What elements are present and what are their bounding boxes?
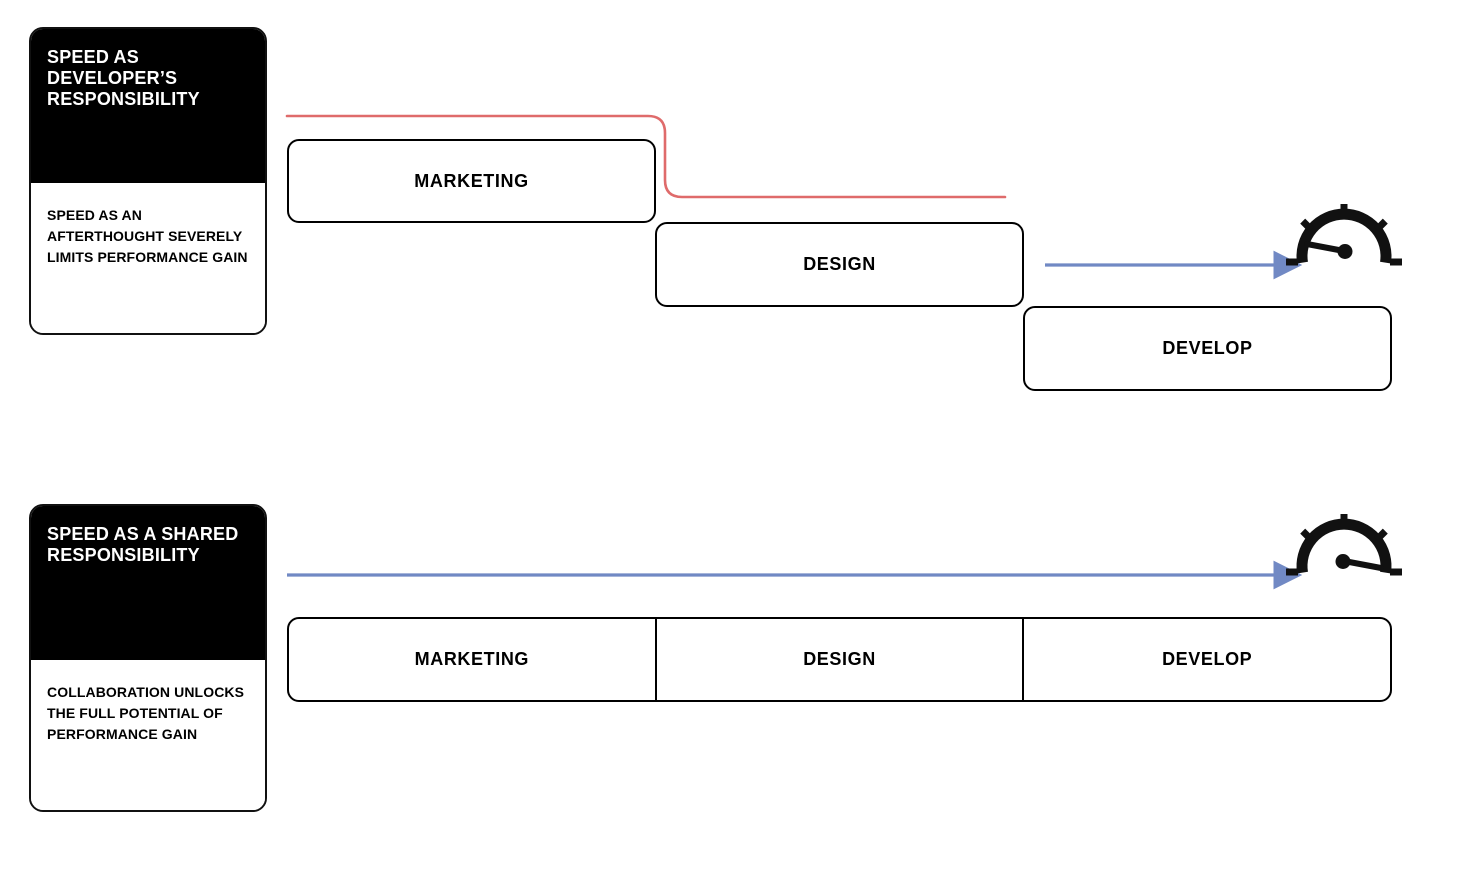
card-shared-responsibility: SPEED AS A SHARED RESPONSIBILITY COLLABO… xyxy=(29,504,267,812)
stage-label-design-top: DESIGN xyxy=(803,254,876,274)
card-developer-responsibility: SPEED AS DEVELOPER’S RESPONSIBILITY SPEE… xyxy=(29,27,267,335)
card-heading-developer-responsibility: SPEED AS DEVELOPER’S RESPONSIBILITY xyxy=(31,29,265,183)
stage-label-marketing-top: MARKETING xyxy=(414,170,529,191)
stage-box-develop-top[interactable]: DEVELOP xyxy=(1023,306,1392,391)
stage-box-marketing-top[interactable]: MARKETING xyxy=(287,139,656,223)
stage-box-marketing-bottom[interactable]: MARKETING xyxy=(289,619,655,700)
stage-box-develop-bottom[interactable]: DEVELOP xyxy=(1022,619,1390,700)
stage-box-design-top[interactable]: DESIGN xyxy=(655,222,1024,307)
stage-label-develop-top: DEVELOP xyxy=(1162,338,1253,358)
speedometer-low xyxy=(1286,204,1402,266)
stage-box-design-bottom[interactable]: DESIGN xyxy=(654,619,1023,700)
card-body-developer-responsibility: SPEED AS AN AFTERTHOUGHT SEVERELY LIMITS… xyxy=(31,183,265,333)
card-heading-shared-responsibility: SPEED AS A SHARED RESPONSIBILITY xyxy=(31,506,265,660)
speedometer-high xyxy=(1286,514,1402,576)
stage-bar-shared: MARKETING DESIGN DEVELOP xyxy=(287,617,1392,702)
stage-label-marketing-bottom: MARKETING xyxy=(414,649,530,669)
stage-label-develop-bottom: DEVELOP xyxy=(1162,649,1253,669)
card-body-shared-responsibility: COLLABORATION UNLOCKS THE FULL POTENTIAL… xyxy=(31,660,265,810)
stage-label-design-bottom: DESIGN xyxy=(803,649,876,669)
